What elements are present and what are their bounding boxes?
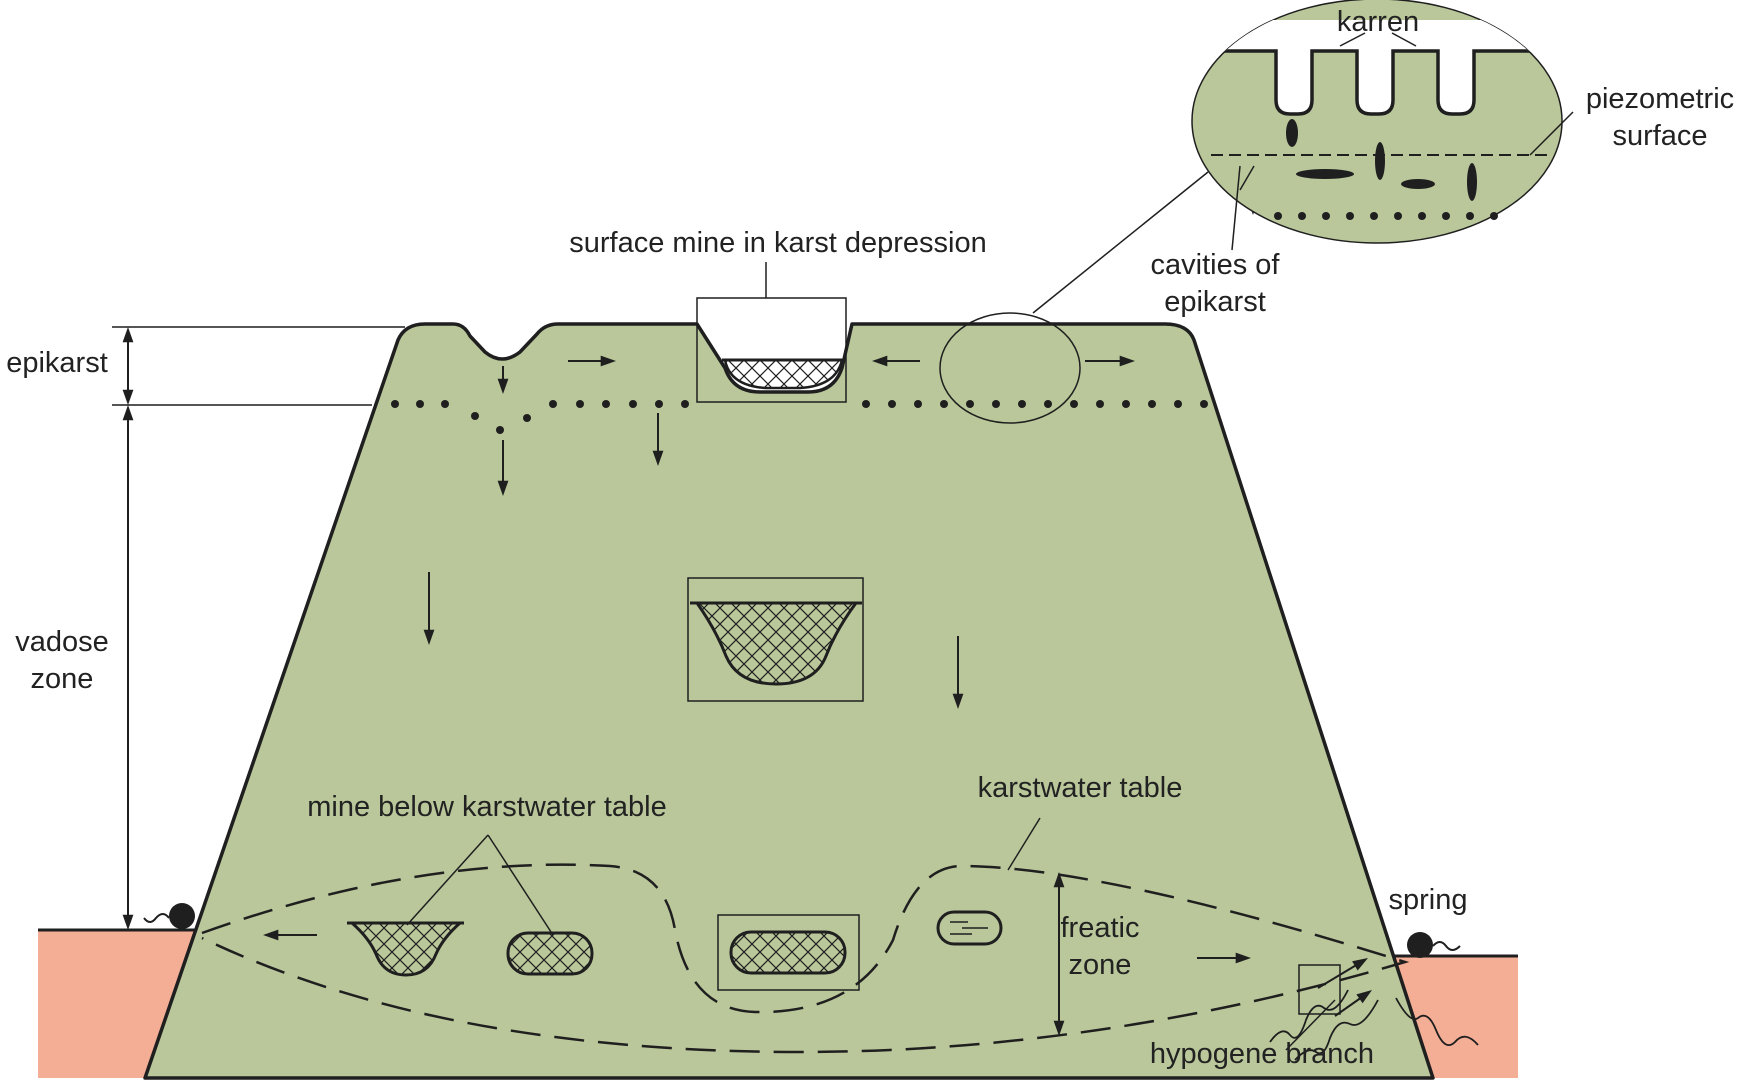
label-piezometric-1: piezometric xyxy=(1586,83,1734,115)
karstwater-table-line xyxy=(201,863,1410,1054)
arrow-surface-left xyxy=(872,355,920,367)
oval-mine-left xyxy=(506,931,594,976)
ground-left xyxy=(38,930,200,1078)
zoom-dotted-line xyxy=(1274,212,1498,220)
spring-left xyxy=(143,903,195,929)
hypogene-box xyxy=(1298,964,1341,1015)
label-surface-mine: surface mine in karst depression xyxy=(569,227,986,259)
small-cavity xyxy=(936,910,1003,946)
arrow-vadose-1 xyxy=(423,572,435,645)
hypogene-leader xyxy=(1285,999,1336,1051)
arrow-infiltration-2 xyxy=(652,413,664,466)
mine-below-leader-2 xyxy=(487,834,554,936)
surface-mine-frame xyxy=(696,297,847,403)
label-karstwater-table: karstwater table xyxy=(978,772,1183,804)
karstwater-table-leader xyxy=(1007,817,1041,871)
deep-mine-frame xyxy=(687,577,864,702)
label-epikarst: epikarst xyxy=(6,347,108,379)
cavities-leader-tick xyxy=(1239,165,1255,191)
label-spring: spring xyxy=(1389,884,1468,916)
label-vadose-1: vadose xyxy=(15,626,109,658)
zoom-detail xyxy=(1191,0,1574,251)
hypogene-wavy-lines xyxy=(1269,989,1479,1061)
dim-vadose-arrow xyxy=(122,405,134,930)
arrow-doline-down xyxy=(497,366,509,394)
label-freatic-1: freatic xyxy=(1061,912,1140,944)
mine-below-leader-1 xyxy=(406,834,489,926)
label-cavities-2: epikarst xyxy=(1164,286,1266,318)
label-karren: karren xyxy=(1337,6,1419,38)
epikarst-highlight-circle xyxy=(939,312,1081,424)
spring-right xyxy=(1407,932,1461,958)
karren-leader-1 xyxy=(1339,32,1366,47)
arrow-vadose-2 xyxy=(952,636,964,709)
label-hypogene: hypogene branch xyxy=(1150,1038,1374,1070)
surface-mine-fill xyxy=(723,358,844,390)
cavities-leader xyxy=(1231,165,1241,251)
label-cavities-1: cavities of xyxy=(1151,249,1281,281)
karren-surface xyxy=(1192,20,1562,114)
piezometric-leader xyxy=(1529,111,1574,156)
arrow-freatic-right xyxy=(1197,952,1251,964)
karren-leader-2 xyxy=(1391,32,1417,47)
zoom-leader xyxy=(1032,171,1209,314)
dim-epikarst-arrow xyxy=(122,327,134,405)
arrow-surface-right xyxy=(568,355,616,367)
epikarst-cavities xyxy=(1286,119,1477,201)
arrow-freatic-left xyxy=(263,929,317,941)
dim-freatic-arrow xyxy=(1053,872,1065,1036)
oval-mine-center xyxy=(729,930,847,975)
deep-mine-fill xyxy=(694,601,859,686)
label-freatic-2: zone xyxy=(1069,949,1132,981)
label-piezometric-2: surface xyxy=(1612,120,1707,152)
label-mine-below: mine below karstwater table xyxy=(307,791,666,823)
cone-mine-fill xyxy=(348,921,464,977)
epikarst-dotted-line xyxy=(391,400,1208,434)
arrow-infiltration-1 xyxy=(497,440,509,496)
arrow-surface-right-2 xyxy=(1085,355,1135,367)
oval-mine-center-frame xyxy=(717,914,860,991)
label-vadose-2: zone xyxy=(31,663,94,695)
